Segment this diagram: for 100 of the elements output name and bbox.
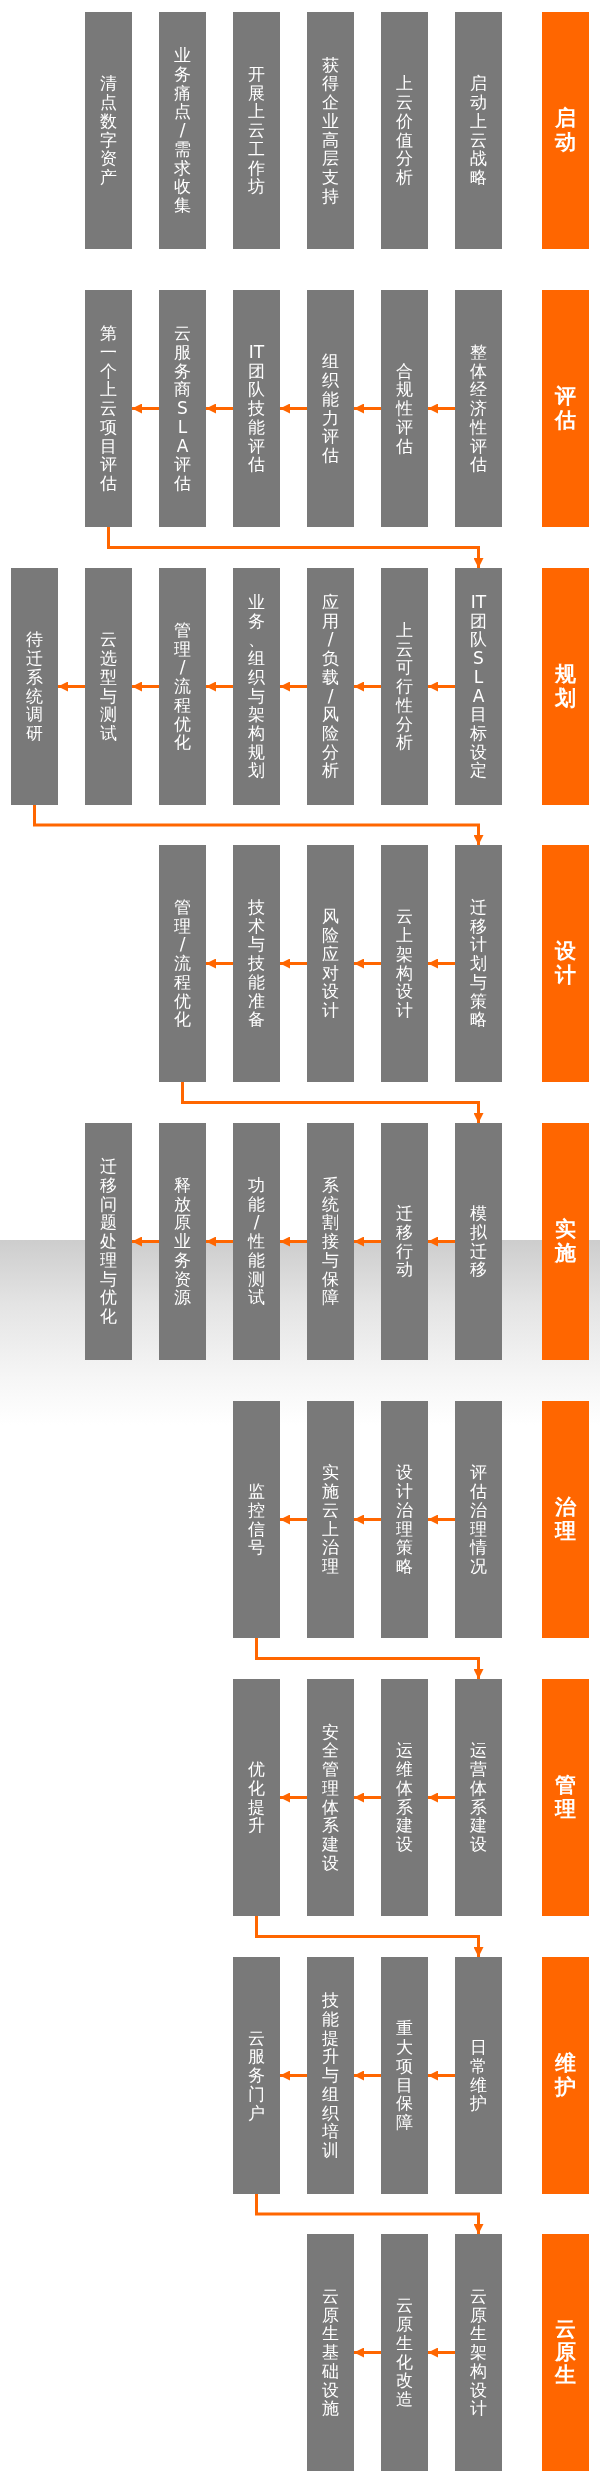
step-label: 迁移行动 — [396, 1204, 413, 1279]
step-box — [307, 1123, 354, 1360]
step-label: 运维体系建设 — [396, 1741, 413, 1854]
arrow — [280, 1514, 307, 1525]
step-box — [455, 568, 502, 805]
step-label: 云上架构设计 — [396, 907, 413, 1020]
arrow — [280, 681, 307, 692]
step-label: 风险应对设计 — [322, 907, 339, 1020]
stage-label: 规划 — [555, 663, 576, 710]
step-label: 运营体系建设 — [470, 1741, 487, 1854]
step-label: 待迁系统调研 — [26, 630, 43, 743]
stage-box — [542, 2234, 589, 2471]
step-label: 管理/流程优化 — [174, 898, 191, 1029]
arrow — [354, 1792, 381, 1803]
arrow — [280, 1236, 307, 1247]
step-box — [233, 1123, 280, 1360]
stage-box — [542, 1679, 589, 1916]
step-box — [455, 1957, 502, 2194]
step-label: 管理/流程优化 — [174, 621, 191, 752]
stage-label: 云原生 — [555, 2317, 576, 2388]
arrow — [354, 2347, 381, 2358]
step-label: 云原生基础设施 — [322, 2287, 339, 2418]
step-box — [381, 1401, 428, 1638]
stage-box — [542, 290, 589, 527]
arrow — [428, 2347, 455, 2358]
stage-label: 实施 — [555, 1218, 576, 1265]
arrow — [354, 681, 381, 692]
arrow — [181, 1082, 484, 1123]
arrow — [255, 1916, 484, 1957]
arrow — [33, 805, 484, 845]
stage-box — [542, 1401, 589, 1638]
step-box — [381, 1679, 428, 1916]
step-label: 迁移问题处理与优化 — [100, 1157, 117, 1326]
arrow — [354, 403, 381, 414]
step-label: 上云可行性分析 — [396, 621, 413, 752]
stage-label: 设计 — [555, 940, 576, 987]
step-box — [233, 845, 280, 1082]
arrow — [206, 681, 233, 692]
step-label: 应用/负载/风险分析 — [322, 593, 339, 780]
step-label: 云服务门户 — [248, 2028, 265, 2123]
step-box — [307, 12, 354, 249]
step-box — [381, 845, 428, 1082]
step-label: 模拟迁移 — [470, 1204, 487, 1279]
step-box — [159, 290, 206, 527]
stage-label: 治理 — [555, 1496, 576, 1543]
step-label: 云服务商SLA评估 — [174, 324, 191, 493]
stage-box — [542, 1123, 589, 1360]
stage-box — [542, 845, 589, 1082]
step-box — [233, 1957, 280, 2194]
step-box — [307, 845, 354, 1082]
arrow — [107, 527, 484, 568]
step-box — [455, 2234, 502, 2471]
step-label: 安全管理体系建设 — [322, 1722, 339, 1873]
step-label: 实施云上治理 — [322, 1463, 339, 1576]
step-box — [455, 290, 502, 527]
step-box — [307, 1957, 354, 2194]
step-box — [85, 568, 132, 805]
arrow — [280, 2070, 307, 2081]
step-box — [455, 1123, 502, 1360]
step-label: 第一个上云项目评估 — [100, 324, 117, 493]
step-label: 系统割接与保障 — [322, 1176, 339, 1307]
step-label: 开展上云工作坊 — [248, 65, 265, 196]
step-label: 整体经济性评估 — [470, 343, 487, 474]
step-label: 技术与技能准备 — [248, 898, 265, 1029]
step-box — [159, 568, 206, 805]
step-label: 技能提升与组织培训 — [322, 1991, 339, 2160]
arrow — [354, 1236, 381, 1247]
step-label: 监控信号 — [248, 1482, 265, 1557]
arrow — [132, 403, 159, 414]
step-box — [307, 290, 354, 527]
step-box — [85, 290, 132, 527]
step-box — [233, 12, 280, 249]
arrow — [428, 1514, 455, 1525]
step-label: 设计治理策略 — [396, 1463, 413, 1576]
arrow — [132, 681, 159, 692]
arrow — [428, 1236, 455, 1247]
step-box — [11, 568, 58, 805]
step-box — [85, 12, 132, 249]
step-box — [233, 1401, 280, 1638]
step-box — [381, 568, 428, 805]
step-box — [455, 1679, 502, 1916]
step-box — [381, 2234, 428, 2471]
arrow — [206, 403, 233, 414]
step-label: IT团队SLA目标设定 — [470, 593, 487, 780]
step-label: 合规性评估 — [396, 361, 413, 456]
step-box — [307, 1401, 354, 1638]
arrow — [428, 2070, 455, 2081]
arrow — [354, 2070, 381, 2081]
arrow — [428, 681, 455, 692]
stage-box — [542, 1957, 589, 2194]
step-box — [159, 845, 206, 1082]
step-box — [381, 12, 428, 249]
step-label: 评估治理情况 — [470, 1463, 487, 1576]
stage-label: 启动 — [555, 107, 576, 154]
step-label: 云原生架构设计 — [470, 2287, 487, 2418]
arrow — [428, 403, 455, 414]
step-label: 组织能力评估 — [322, 352, 339, 465]
step-label: 云原生化改造 — [396, 2296, 413, 2409]
step-box — [307, 568, 354, 805]
stage-label: 评估 — [555, 385, 576, 432]
